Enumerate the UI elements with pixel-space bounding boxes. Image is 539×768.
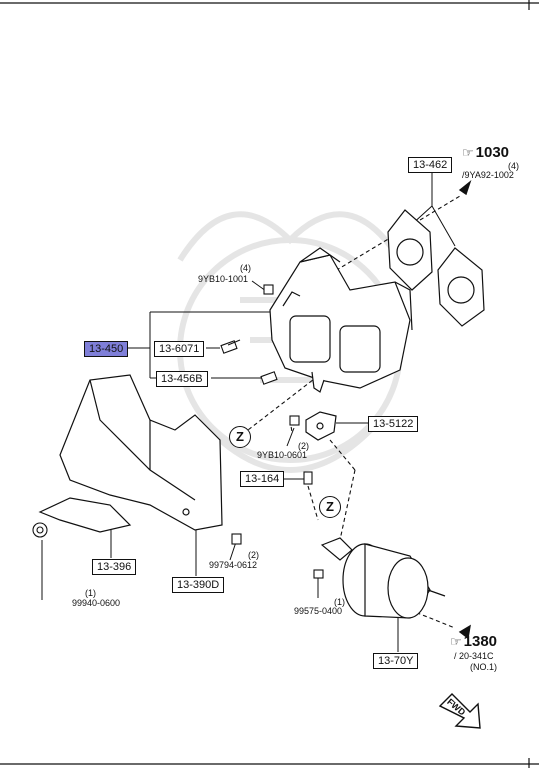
pointing-hand-icon: ☞: [450, 634, 462, 649]
bolt-label-99575-0400[interactable]: 99575-0400: [294, 606, 343, 616]
part-label-13-396[interactable]: 13-396: [92, 559, 137, 575]
actuator-drawing: [320, 537, 446, 619]
reference-arrows: [458, 179, 472, 640]
bolt-label-99794-0612[interactable]: 99794-0612: [209, 560, 258, 570]
ref-sub: / 20-341C: [454, 651, 494, 661]
part-label-13-450[interactable]: 13-450: [84, 341, 129, 357]
ref-1380[interactable]: ☞1380: [450, 634, 497, 650]
forward-arrow-icon: [438, 693, 481, 729]
heat-insulator-drawing: [38, 374, 223, 533]
bolt-label-9YB10-1001[interactable]: 9YB10-1001: [198, 274, 249, 284]
bracket-drawing: [305, 411, 337, 441]
bolt-qty: (2): [248, 550, 259, 560]
leader-lines: [41, 170, 456, 652]
part-label-13-390D[interactable]: 13-390D: [172, 577, 225, 593]
fasteners-drawing: [32, 284, 324, 579]
part-label-13-462[interactable]: 13-462: [408, 157, 453, 173]
part-label-13-5122[interactable]: 13-5122: [368, 416, 419, 432]
bolt-label-9YB10-0601[interactable]: 9YB10-0601: [257, 450, 308, 460]
part-label-13-164[interactable]: 13-164: [240, 471, 285, 487]
ref-number: 1380: [463, 633, 498, 650]
ref-number: 1030: [475, 144, 510, 161]
pointing-hand-icon: ☞: [462, 145, 474, 160]
gasket-drawing: [387, 209, 485, 327]
exhaust-manifold-drawing: [269, 247, 413, 393]
ref-1030[interactable]: ☞1030: [462, 145, 509, 161]
bolt-qty: (4): [240, 263, 251, 273]
part-label-13-456B[interactable]: 13-456B: [156, 371, 208, 387]
part-label-13-6071[interactable]: 13-6071: [154, 341, 205, 357]
ref-note: (NO.1): [470, 662, 497, 672]
ref-sub: /9YA92-1002: [462, 170, 514, 180]
part-label-13-70Y[interactable]: 13-70Y: [373, 653, 419, 669]
z-marker: Z: [229, 426, 251, 448]
bolt-qty: (2): [298, 441, 309, 451]
z-marker: Z: [319, 496, 341, 518]
bolt-label-99940-0600[interactable]: 99940-0600: [72, 598, 121, 608]
bolt-qty: (1): [334, 597, 345, 607]
bolt-qty: (1): [85, 588, 96, 598]
ref-qty: (4): [508, 161, 519, 171]
